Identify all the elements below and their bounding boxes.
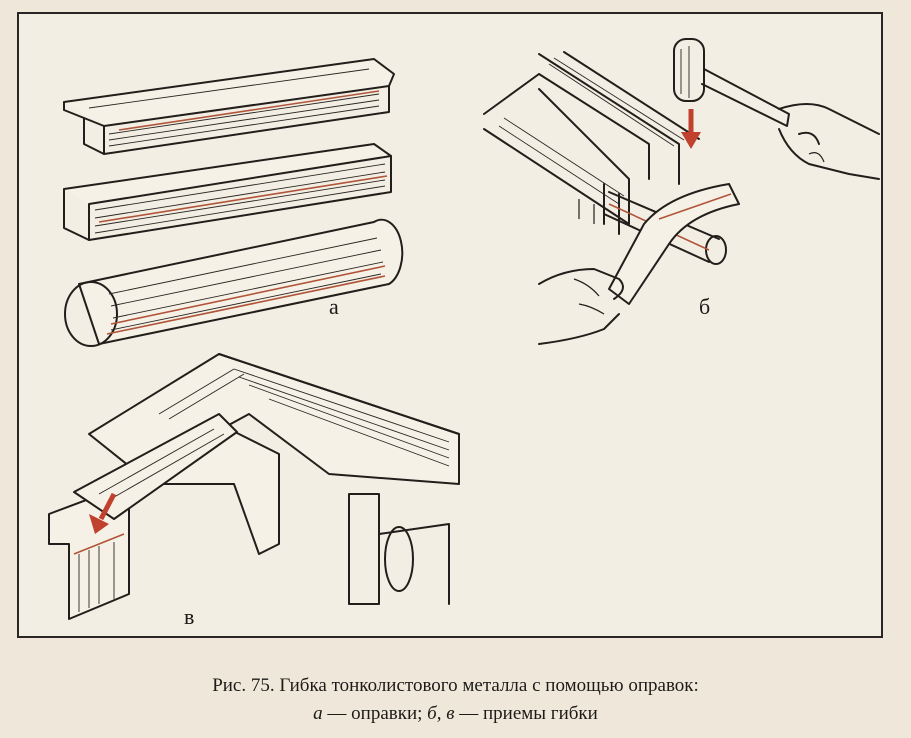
caption-line-1: Рис. 75. Гибка тонколистового металла с … (212, 675, 699, 696)
bend-arrow-v (89, 492, 117, 534)
bent-sheet (48, 423, 280, 620)
vise-bench (483, 51, 700, 235)
figure-caption: Рис. 75. Гибка тонколистового металла с … (0, 672, 911, 728)
vise-jaws (88, 353, 460, 605)
illustration: а (48, 38, 880, 629)
angle-mandrel (63, 58, 395, 155)
round-mandrel (64, 218, 404, 347)
square-mandrel (63, 143, 392, 241)
right-hand (778, 103, 880, 180)
caption-text-mandrels: — оправки; (322, 703, 428, 724)
mallet (673, 38, 790, 127)
caption-text-methods: — приемы гибки (454, 703, 598, 724)
left-hand (538, 268, 624, 345)
label-a: а (329, 294, 339, 319)
caption-letters-bv: б, в (427, 703, 455, 724)
metal-strip (608, 183, 740, 305)
wooden-block (73, 413, 238, 520)
caption-letter-a: а (313, 703, 323, 724)
label-v: в (184, 604, 194, 629)
label-b: б (699, 294, 710, 319)
bend-arrow-b (681, 109, 701, 149)
figure-frame: а (17, 12, 883, 638)
caption-line-2: а — оправки; б, в — приемы гибки (0, 700, 911, 728)
